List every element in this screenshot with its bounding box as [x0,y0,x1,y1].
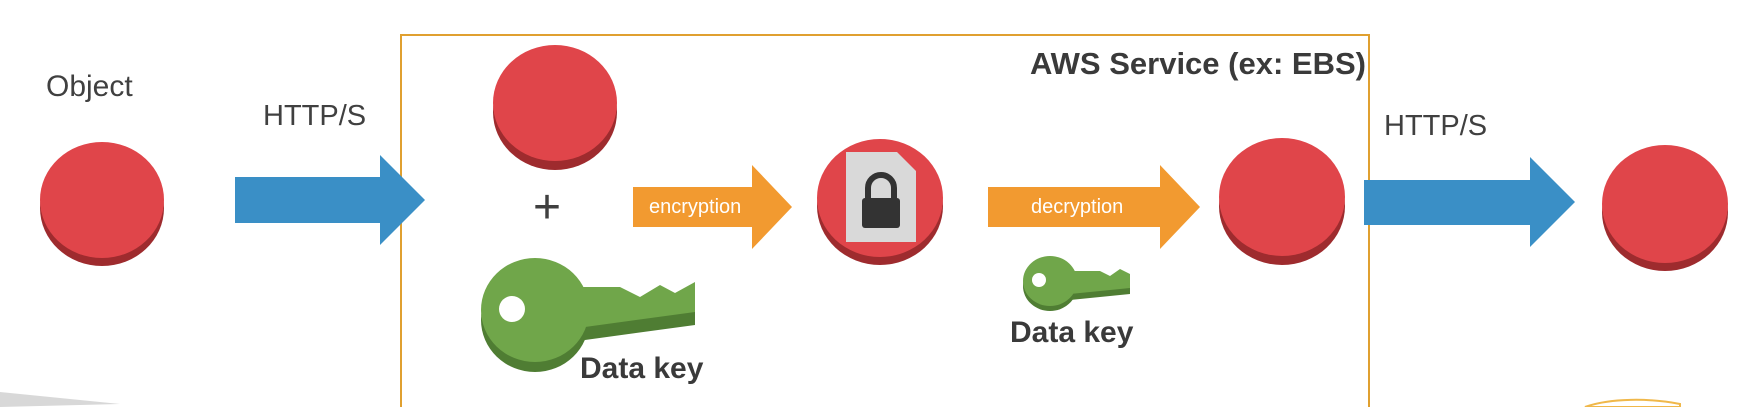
slide-decoration [0,392,120,407]
encryption-label: encryption [649,196,742,218]
service-title: AWS Service (ex: EBS) [1030,46,1366,81]
http-label-in: HTTP/S [263,100,367,132]
decryption-label: decryption [1031,196,1124,218]
data-key-label-large: Data key [580,352,704,385]
object-label: Object [46,70,133,103]
http-label-out: HTTP/S [1384,110,1488,142]
object-circle-input [40,142,164,266]
object-circle-plaintext [493,45,617,170]
lock-document-icon [846,152,916,242]
data-key-label-small: Data key [1010,316,1134,349]
plus-sign: + [533,181,562,234]
encrypted-object [817,139,943,265]
key-icon-large [481,258,695,372]
decryption-arrow [988,165,1200,249]
encryption-arrow [633,165,792,249]
object-circle-decrypted [1219,138,1345,265]
object-circle-output [1602,145,1728,271]
key-icon-small [1023,256,1130,311]
slide-decoration-arc [1584,398,1681,407]
http-arrow-in [235,155,425,245]
http-arrow-out [1364,157,1575,247]
